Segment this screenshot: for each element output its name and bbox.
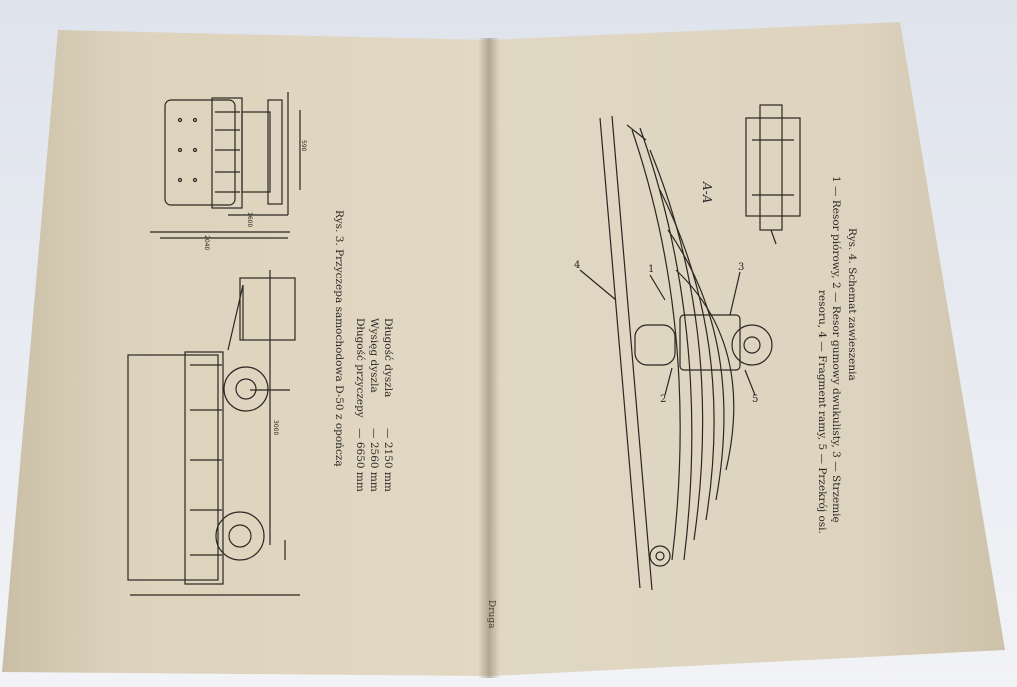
callout-4: 4 (574, 260, 580, 271)
dim-label-2040: 2040 (203, 235, 210, 250)
spec-label-drawbar-length: Długość dyszla (382, 318, 394, 398)
callout-5: 5 (752, 394, 758, 405)
figure-4-legend-line-1: 1 — Resor piórowy, 2 — Resor gumowy dwuk… (830, 176, 842, 523)
dim-label-590: 590 (300, 140, 307, 152)
figure-3-caption: Rys. 3. Przyczepa samochodowa D-50 z opo… (333, 210, 345, 467)
figure-4-title: Rys. 4. Schemat zawieszenia (846, 228, 858, 381)
spec-label-drawbar-reach: Wysięg dyszla (368, 318, 380, 393)
trailer-rear-view-drawing (150, 92, 301, 239)
callout-2: 2 (660, 394, 666, 405)
spec-value-drawbar-length: — 2150 mm (382, 428, 394, 492)
figure-4-legend-line-2: resoru, 4 — Fragment ramy, 5 — Przekrój … (816, 290, 828, 534)
suspension-schematic-drawing (579, 104, 801, 591)
callout-3: 3 (738, 262, 744, 273)
callout-1: 1 (648, 264, 654, 275)
spec-label-trailer-length: Długość przyczepy (354, 318, 366, 418)
dim-label-1600: 1600 (246, 212, 253, 227)
trailer-side-view-drawing (127, 270, 300, 596)
section-label-a-a: A-A (700, 182, 714, 204)
book-gutter (478, 38, 500, 678)
spec-value-drawbar-reach: — 2560 mm (368, 428, 380, 492)
dim-label-3000: 3000 (272, 420, 279, 435)
spine-text: Druga (486, 600, 496, 629)
spec-value-trailer-length: — 6650 mm (354, 428, 366, 492)
